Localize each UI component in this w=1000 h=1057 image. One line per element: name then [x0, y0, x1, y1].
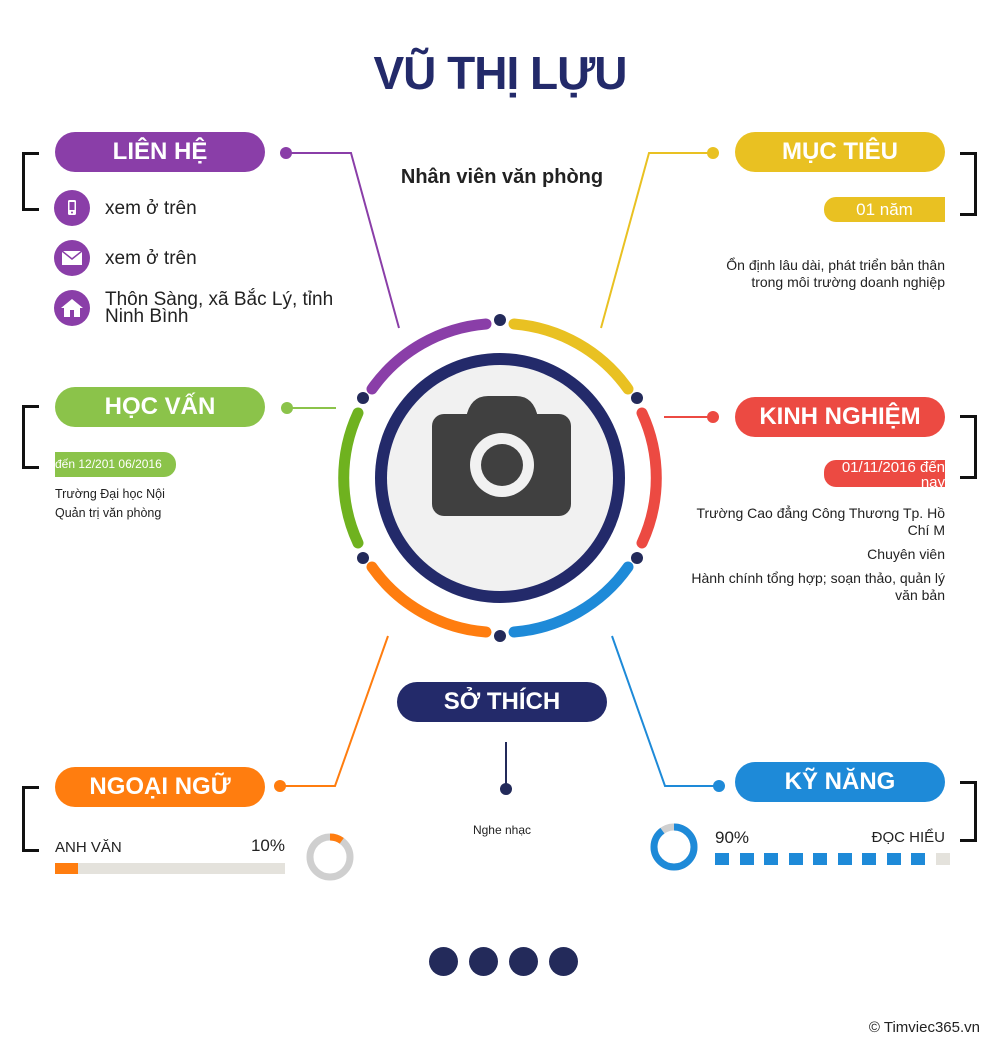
- skill-progress-segment: [813, 853, 827, 865]
- education-bracket: [22, 405, 39, 469]
- contact-email: xem ở trên: [105, 248, 197, 269]
- contact-connector-dot: [280, 147, 292, 159]
- skill-progress-segment: [788, 853, 803, 865]
- objective-connector-dot: [707, 147, 719, 159]
- ring-arc-blue: [508, 561, 634, 638]
- skill-progress-segment: [715, 853, 729, 865]
- skill-progress-segment: [837, 853, 852, 865]
- ring-dot: [631, 392, 643, 404]
- footer-credit: © Timviec365.vn: [868, 1019, 980, 1036]
- skill-progress-segment: [764, 853, 778, 865]
- ring-arc-purple: [366, 318, 492, 395]
- skill-connector-dot: [713, 780, 725, 792]
- skill-donut-arc: [650, 823, 698, 871]
- ring-dot: [494, 630, 506, 642]
- language-connector-dot: [274, 780, 286, 792]
- ring-dot: [631, 552, 643, 564]
- languages-bracket: [22, 786, 39, 852]
- ring-dot: [357, 392, 369, 404]
- experience-bracket: [960, 415, 977, 479]
- hobbies-heading: SỞ THÍCH: [397, 682, 607, 722]
- skill-progress-segment: [911, 853, 925, 865]
- skill-connector: [611, 635, 719, 787]
- contact-heading: LIÊN HỆ: [55, 132, 265, 172]
- objective-connector: [600, 152, 713, 329]
- education-major: Quản trị văn phòng: [55, 506, 162, 520]
- skill-progress-segment: [862, 853, 876, 865]
- contact-bracket: [22, 152, 39, 211]
- ring-dot: [494, 314, 506, 326]
- experience-role: Chuyên viên: [867, 546, 945, 562]
- page-dot: [469, 947, 498, 976]
- skill-name: ĐỌC HIỂU: [871, 829, 945, 846]
- home-icon: [54, 290, 90, 326]
- language-donut-arc: [306, 833, 354, 881]
- phone-icon: [54, 190, 90, 226]
- languages-heading: NGOẠI NGỮ: [55, 767, 265, 807]
- email-icon: [54, 240, 90, 276]
- objective-duration: 01 năm: [824, 197, 945, 222]
- ring-arc-orange: [366, 561, 492, 638]
- skill-progress-bar: [715, 853, 950, 865]
- ring-arc-green: [338, 407, 364, 549]
- skill-progress-segment: [739, 853, 754, 865]
- objective-bracket: [960, 152, 977, 216]
- hobby-connector-dot: [500, 783, 512, 795]
- contact-connector: [286, 152, 400, 329]
- skill-donut: [650, 823, 698, 871]
- experience-description: Hành chính tổng hợp; soạn thảo, quản lý …: [691, 570, 945, 603]
- education-connector-dot: [281, 402, 293, 414]
- skill-progress-segment: [886, 853, 901, 865]
- job-position: Nhân viên văn phòng: [400, 166, 604, 188]
- language-donut: [306, 833, 354, 881]
- ring-arc-yellow: [508, 318, 634, 395]
- language-connector: [280, 635, 389, 787]
- skills-bracket: [960, 781, 977, 842]
- language-progress-track: [55, 863, 285, 874]
- page-dot: [509, 947, 538, 976]
- contact-phone: xem ở trên: [105, 198, 197, 219]
- resume-name: VŨ THỊ LỰU: [373, 47, 627, 99]
- camera-icon: [432, 396, 571, 516]
- objective-description: Ổn định lâu dài, phát triển bản thân tro…: [726, 257, 945, 290]
- experience-company: Trường Cao đẳng Công Thương Tp. Hồ Chí M: [696, 505, 945, 538]
- ring-arc-red: [636, 407, 662, 549]
- skill-progress-segment: [935, 853, 950, 865]
- experience-period: 01/11/2016 đến nay: [824, 460, 945, 487]
- language-progress-fill: [55, 863, 78, 874]
- page-dot: [429, 947, 458, 976]
- language-percent: 10%: [250, 836, 285, 855]
- skills-heading: KỸ NĂNG: [735, 762, 945, 802]
- page-dot: [549, 947, 578, 976]
- skill-percent: 90%: [715, 828, 750, 847]
- experience-connector-dot: [707, 411, 719, 423]
- hobby-item: Nghe nhạc: [472, 823, 532, 837]
- language-name: ANH VĂN: [55, 839, 122, 856]
- experience-heading: KINH NGHIỆM: [735, 397, 945, 437]
- education-school: Trường Đại học Nội: [55, 487, 165, 501]
- education-period: đến 12/201 06/2016: [55, 452, 176, 477]
- objective-heading: MỤC TIÊU: [735, 132, 945, 172]
- education-heading: HỌC VẤN: [55, 387, 265, 427]
- ring-dot: [357, 552, 369, 564]
- contact-address: Thôn Sàng, xã Bắc Lý, tỉnh Ninh Bình: [105, 289, 334, 327]
